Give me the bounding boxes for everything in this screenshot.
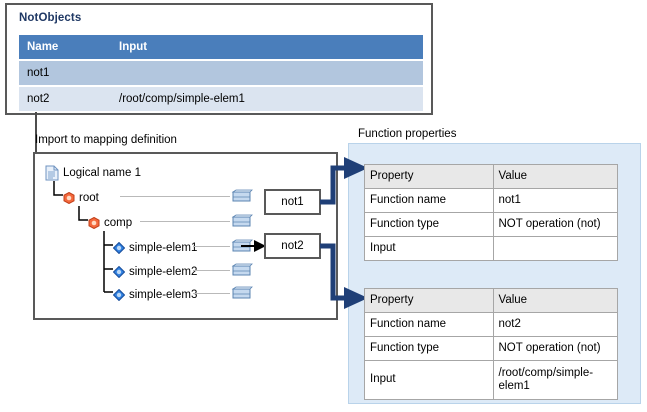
tree-node-root[interactable]: root bbox=[63, 189, 99, 207]
cell-value: not1 bbox=[492, 188, 618, 213]
tree-leader-line bbox=[120, 196, 230, 197]
tree-leader-line bbox=[193, 246, 230, 247]
document-icon bbox=[45, 165, 59, 181]
cell-property: Input bbox=[364, 360, 494, 400]
function-box-label: not1 bbox=[281, 196, 304, 208]
card-icon bbox=[231, 286, 253, 299]
simple-node-icon bbox=[113, 242, 125, 254]
column-header-property: Property bbox=[364, 164, 494, 189]
cell-value: NOT operation (not) bbox=[492, 336, 618, 361]
column-header-property: Property bbox=[364, 288, 494, 313]
table-row: not1 bbox=[19, 60, 423, 87]
card-icon bbox=[231, 189, 253, 202]
tree-panel-caption: Import to mapping definition bbox=[35, 134, 177, 146]
cell-property: Function type bbox=[364, 336, 494, 361]
tree-leader-line bbox=[140, 221, 230, 222]
function-properties-table-1: Property Value Function name not1 Functi… bbox=[364, 164, 618, 261]
table-row: Input bbox=[364, 236, 618, 261]
table-row: not2 /root/comp/simple-elem1 bbox=[19, 86, 423, 111]
tree-node-simple-elem2[interactable]: simple-elem2 bbox=[113, 263, 197, 281]
complex-node-icon bbox=[63, 192, 75, 204]
cell-value: /root/comp/simple-elem1 bbox=[492, 360, 618, 400]
cell-property: Function name bbox=[364, 312, 494, 337]
column-header-input: Input bbox=[111, 35, 423, 61]
complex-node-icon bbox=[88, 217, 100, 229]
notobjects-panel: NotObjects Name Input not1 not2 /root/co… bbox=[5, 3, 433, 115]
tree-node-simple-elem3[interactable]: simple-elem3 bbox=[113, 286, 197, 304]
cell-input bbox=[111, 60, 423, 87]
simple-node-icon bbox=[113, 289, 125, 301]
elem-to-not2-arrow bbox=[241, 240, 266, 252]
function-properties-caption: Function properties bbox=[358, 128, 457, 140]
notobjects-table: Name Input not1 not2 /root/comp/simple-e… bbox=[19, 35, 423, 111]
tree-leader-line bbox=[193, 293, 230, 294]
tree-node-simple-elem1[interactable]: simple-elem1 bbox=[113, 239, 197, 257]
table-row: Function name not1 bbox=[364, 188, 618, 213]
table-header-row: Name Input bbox=[19, 35, 423, 61]
tree-node-label: root bbox=[79, 192, 99, 204]
tree-node-label: Logical name 1 bbox=[63, 167, 141, 179]
cell-property: Input bbox=[364, 236, 494, 261]
cell-property: Function type bbox=[364, 212, 494, 237]
table-row: Function name not2 bbox=[364, 312, 618, 337]
column-header-value: Value bbox=[492, 164, 618, 189]
function-box-label: not2 bbox=[281, 240, 304, 252]
cell-property: Function name bbox=[364, 188, 494, 213]
cell-name: not1 bbox=[19, 60, 111, 87]
table-header-row: Property Value bbox=[364, 164, 618, 189]
tree-node-comp[interactable]: comp bbox=[88, 214, 132, 232]
card-icon bbox=[231, 214, 253, 227]
tree-node-label: comp bbox=[104, 217, 133, 229]
tree-node-label: simple-elem2 bbox=[129, 266, 198, 278]
tree-node-label: simple-elem1 bbox=[129, 242, 198, 254]
tree-node-label: simple-elem3 bbox=[129, 289, 198, 301]
card-icon bbox=[231, 263, 253, 276]
cell-name: not2 bbox=[19, 86, 111, 111]
cell-value: not2 bbox=[492, 312, 618, 337]
table-row: Function type NOT operation (not) bbox=[364, 336, 618, 361]
column-header-name: Name bbox=[19, 35, 111, 61]
column-header-value: Value bbox=[492, 288, 618, 313]
tree-branch-lines bbox=[53, 181, 113, 293]
function-to-properties-connectors bbox=[320, 157, 368, 309]
simple-node-icon bbox=[113, 266, 125, 278]
notobjects-title: NotObjects bbox=[19, 12, 82, 24]
table-header-row: Property Value bbox=[364, 288, 618, 313]
tree-leader-line bbox=[193, 270, 230, 271]
tree-node-logical-name-1[interactable]: Logical name 1 bbox=[45, 164, 141, 182]
table-row: Function type NOT operation (not) bbox=[364, 212, 618, 237]
cell-value: NOT operation (not) bbox=[492, 212, 618, 237]
cell-value bbox=[492, 236, 618, 261]
table-row: Input /root/comp/simple-elem1 bbox=[364, 360, 618, 400]
function-properties-table-2: Property Value Function name not2 Functi… bbox=[364, 288, 618, 400]
cell-input: /root/comp/simple-elem1 bbox=[111, 86, 423, 111]
